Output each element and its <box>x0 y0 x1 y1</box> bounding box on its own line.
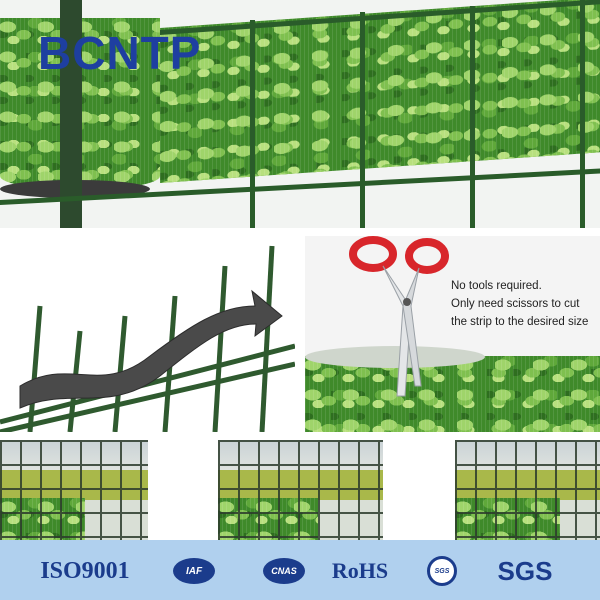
fence-wire <box>250 20 255 228</box>
fence-thumbnail <box>218 440 383 540</box>
fence-diagram <box>0 245 295 432</box>
fence-wire <box>580 0 585 228</box>
iaf-icon: IAF <box>173 558 215 584</box>
scissors-icon <box>349 236 449 397</box>
arrow-right-icon <box>19 289 283 409</box>
cut-instructions-panel: No tools required. Only need scissors to… <box>305 236 600 432</box>
cert-rohs: RoHS <box>331 558 389 583</box>
info-line-3: the strip to the desired size <box>451 316 589 328</box>
cnas-icon: CNAS <box>263 558 305 584</box>
fence-install-image <box>0 236 295 432</box>
cert-cnas-badge: CNAS <box>258 556 310 586</box>
cert-iso9001: ISO9001 <box>40 557 130 584</box>
hero-fence-image: BCNTP <box>0 0 600 228</box>
cert-iaf-badge: IAF <box>168 556 220 586</box>
brand-logo: BCNTP <box>38 27 202 79</box>
info-line-2: Only need scissors to cut <box>451 298 580 310</box>
cert-sgs: SGS <box>497 555 553 586</box>
certification-band: ISO9001 IAF CNAS RoHS SGS SGS <box>0 540 600 600</box>
info-line-1: No tools required. <box>451 280 542 292</box>
fence-thumbnail <box>0 440 148 540</box>
hedge-roll-cut <box>305 356 600 432</box>
cert-sgs-badge: SGS <box>420 556 464 586</box>
fence-post <box>60 0 82 228</box>
hedge-roll-top <box>305 346 485 368</box>
fence-thumbnail <box>455 440 600 540</box>
sgs-icon: SGS <box>427 556 457 586</box>
fence-wire <box>470 6 475 228</box>
fence-wire <box>360 12 365 228</box>
